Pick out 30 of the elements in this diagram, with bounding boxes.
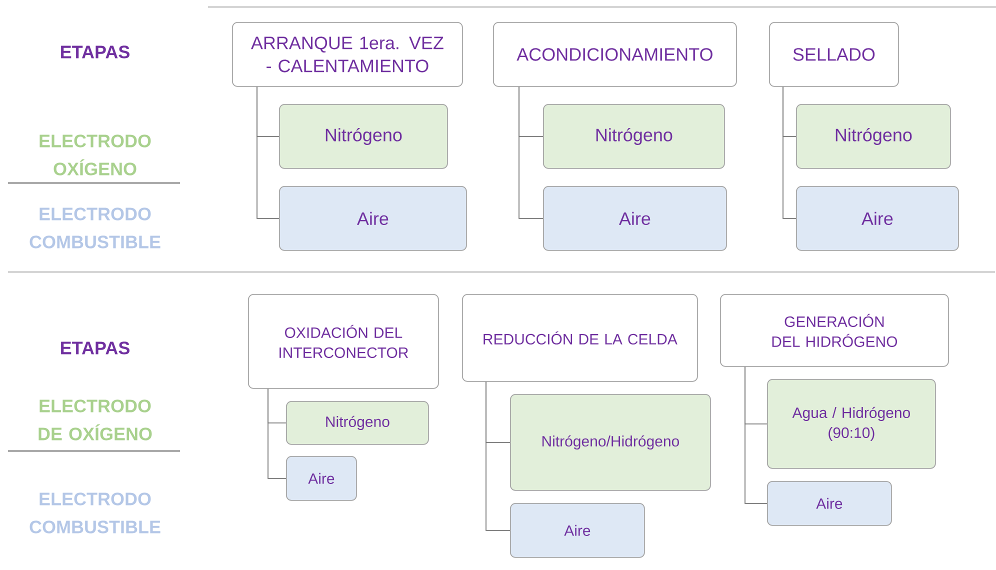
connector-line [744,366,768,504]
gas-box: Aire [796,186,959,251]
connector-line [782,86,796,219]
stage-box: OXIDACIÓN DEL INTERCONECTOR [248,294,439,389]
gas-box: Agua / Hidrógeno (90:10) [767,379,936,469]
row-label: ELECTRODO DE OXÍGENO [38,400,152,440]
gas-box: Nitrógeno [543,104,725,169]
stage-box: ACONDICIONAMIENTO [493,22,737,87]
row-label: ETAPAS [61,342,130,354]
connector-line [518,86,544,219]
stage-box: ARRANQUE 1era. VEZ - CALENTAMIENTO [232,22,463,87]
gas-box: Nitrógeno [286,401,429,445]
gas-box: Nitrógeno [279,104,448,169]
stage-box: REDUCCIÓN DE LA CELDA [462,294,698,382]
row-label: ETAPAS [61,46,130,58]
gas-box: Aire [510,503,645,558]
gas-box: Aire [286,456,357,501]
connector-line [256,86,280,219]
stage-box: GENERACIÓN DEL HIDRÓGENO [720,294,949,367]
row-label: ELECTRODO COMBUSTIBLE [30,208,160,248]
row-label: ELECTRODO OXÍGENO [40,134,151,176]
gas-box: Aire [279,186,467,251]
connector-line [486,381,510,531]
row-label: ELECTRODO COMBUSTIBLE [30,492,160,534]
gas-box: Nitrógeno/Hidrógeno [510,394,711,491]
gas-box: Aire [543,186,727,251]
stage-box: SELLADO [769,22,899,87]
connector-line [268,388,286,479]
gas-box: Aire [767,481,892,526]
gas-box: Nitrógeno [796,104,951,169]
